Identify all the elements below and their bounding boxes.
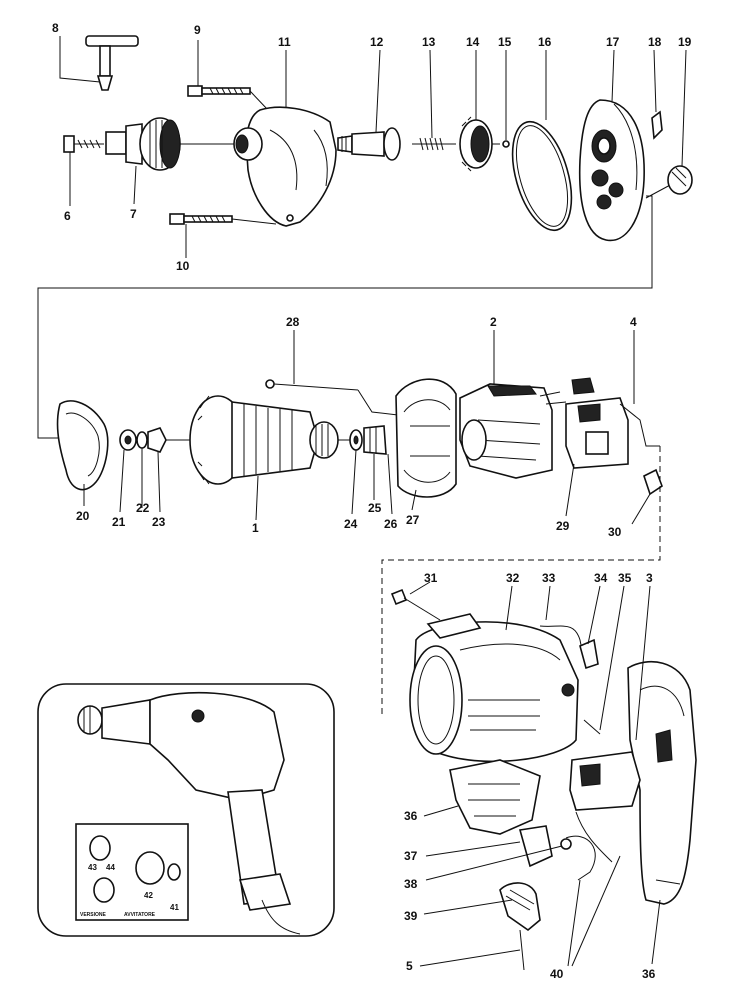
label-10: 10 (176, 259, 190, 273)
label-15: 15 (498, 35, 512, 49)
label-42: 42 (144, 891, 153, 900)
fan-baffle (395, 378, 457, 498)
retaining-clip (651, 110, 663, 140)
label-12: 12 (370, 35, 384, 49)
inset-screwdriver-label: AVVITATORE (124, 912, 156, 918)
brush-cap (643, 468, 663, 496)
row-1-chuck-gearbox (37, 35, 693, 439)
motor-housing (409, 613, 579, 763)
label-2: 2 (490, 315, 497, 329)
label-43: 43 (88, 863, 97, 872)
label-44: 44 (106, 863, 115, 872)
chuck-key (59, 35, 139, 91)
label-29: 29 (556, 519, 570, 533)
label-31: 31 (424, 571, 438, 585)
label-21: 21 (112, 515, 126, 529)
fan-washer (147, 427, 167, 453)
spacer (136, 431, 148, 449)
bearing-ball (502, 140, 510, 148)
handle-half-left (449, 759, 541, 835)
gear-cover-plate (578, 99, 645, 242)
gasket-ring (511, 120, 573, 232)
label-27: 27 (406, 513, 420, 527)
handle-half (627, 660, 697, 905)
cord-guard (499, 882, 541, 971)
label-32: 32 (506, 571, 520, 585)
label-35: 35 (618, 571, 632, 585)
label-8: 8 (52, 21, 59, 35)
label-1: 1 (252, 521, 259, 535)
cover-screw-knob (645, 165, 693, 199)
chuck-screw (63, 135, 104, 153)
wire-terminal (579, 638, 599, 670)
trigger (518, 825, 572, 868)
label-25: 25 (368, 501, 382, 515)
housing-screw-top (187, 85, 269, 111)
label-14: 14 (466, 35, 480, 49)
assembly-dashed-line (381, 446, 661, 718)
housing-screw (390, 588, 441, 621)
label-3: 3 (646, 571, 653, 585)
label-11: 11 (278, 35, 291, 49)
assembled-drill-inset: VERSIONE AVVITATORE (37, 683, 335, 937)
callout-leaders (69, 40, 687, 967)
label-13: 13 (422, 35, 436, 49)
gear-housing (233, 106, 337, 227)
row-3-housing (390, 588, 697, 971)
small-screw (583, 719, 601, 735)
commutator-bushing (363, 425, 387, 455)
label-7: 7 (130, 207, 137, 221)
switch-wires (565, 835, 596, 881)
label-34: 34 (594, 571, 608, 585)
label-17: 17 (606, 35, 620, 49)
label-36-right: 36 (642, 967, 656, 981)
label-22: 22 (136, 501, 150, 515)
label-18: 18 (648, 35, 662, 49)
label-37: 37 (404, 849, 418, 863)
label-23: 23 (152, 515, 166, 529)
spindle-spring (412, 137, 456, 151)
label-26: 26 (384, 517, 398, 531)
label-41: 41 (170, 903, 179, 912)
label-16: 16 (538, 35, 552, 49)
drive-gear (459, 116, 500, 172)
label-9: 9 (194, 23, 201, 37)
label-24: 24 (344, 517, 358, 531)
label-20: 20 (76, 509, 90, 523)
label-28: 28 (286, 315, 300, 329)
label-4: 4 (630, 315, 637, 329)
label-38: 38 (404, 877, 418, 891)
trigger-switch (569, 751, 641, 863)
label-19: 19 (678, 35, 692, 49)
drill-chuck (105, 117, 236, 171)
field-coil (459, 383, 567, 479)
rear-handle-loop (56, 400, 109, 491)
label-40: 40 (550, 967, 564, 981)
label-6: 6 (64, 209, 71, 223)
spindle (337, 127, 401, 161)
label-30: 30 (608, 525, 622, 539)
field-wire (539, 625, 585, 661)
part-number-labels: 8 9 11 12 13 14 15 16 17 18 19 6 7 10 28… (52, 21, 692, 981)
assembly-connector-line (37, 195, 653, 439)
inset-version-box: VERSIONE AVVITATORE (75, 823, 189, 921)
brush-holder (565, 377, 660, 469)
row-2-motor (56, 377, 663, 718)
label-5: 5 (406, 959, 413, 973)
assembled-drill (77, 691, 301, 935)
label-33: 33 (542, 571, 556, 585)
inset-version-label: VERSIONE (80, 912, 107, 918)
label-36-left: 36 (404, 809, 418, 823)
label-39: 39 (404, 909, 418, 923)
armature (166, 395, 350, 485)
housing-screw-bottom (169, 213, 277, 225)
